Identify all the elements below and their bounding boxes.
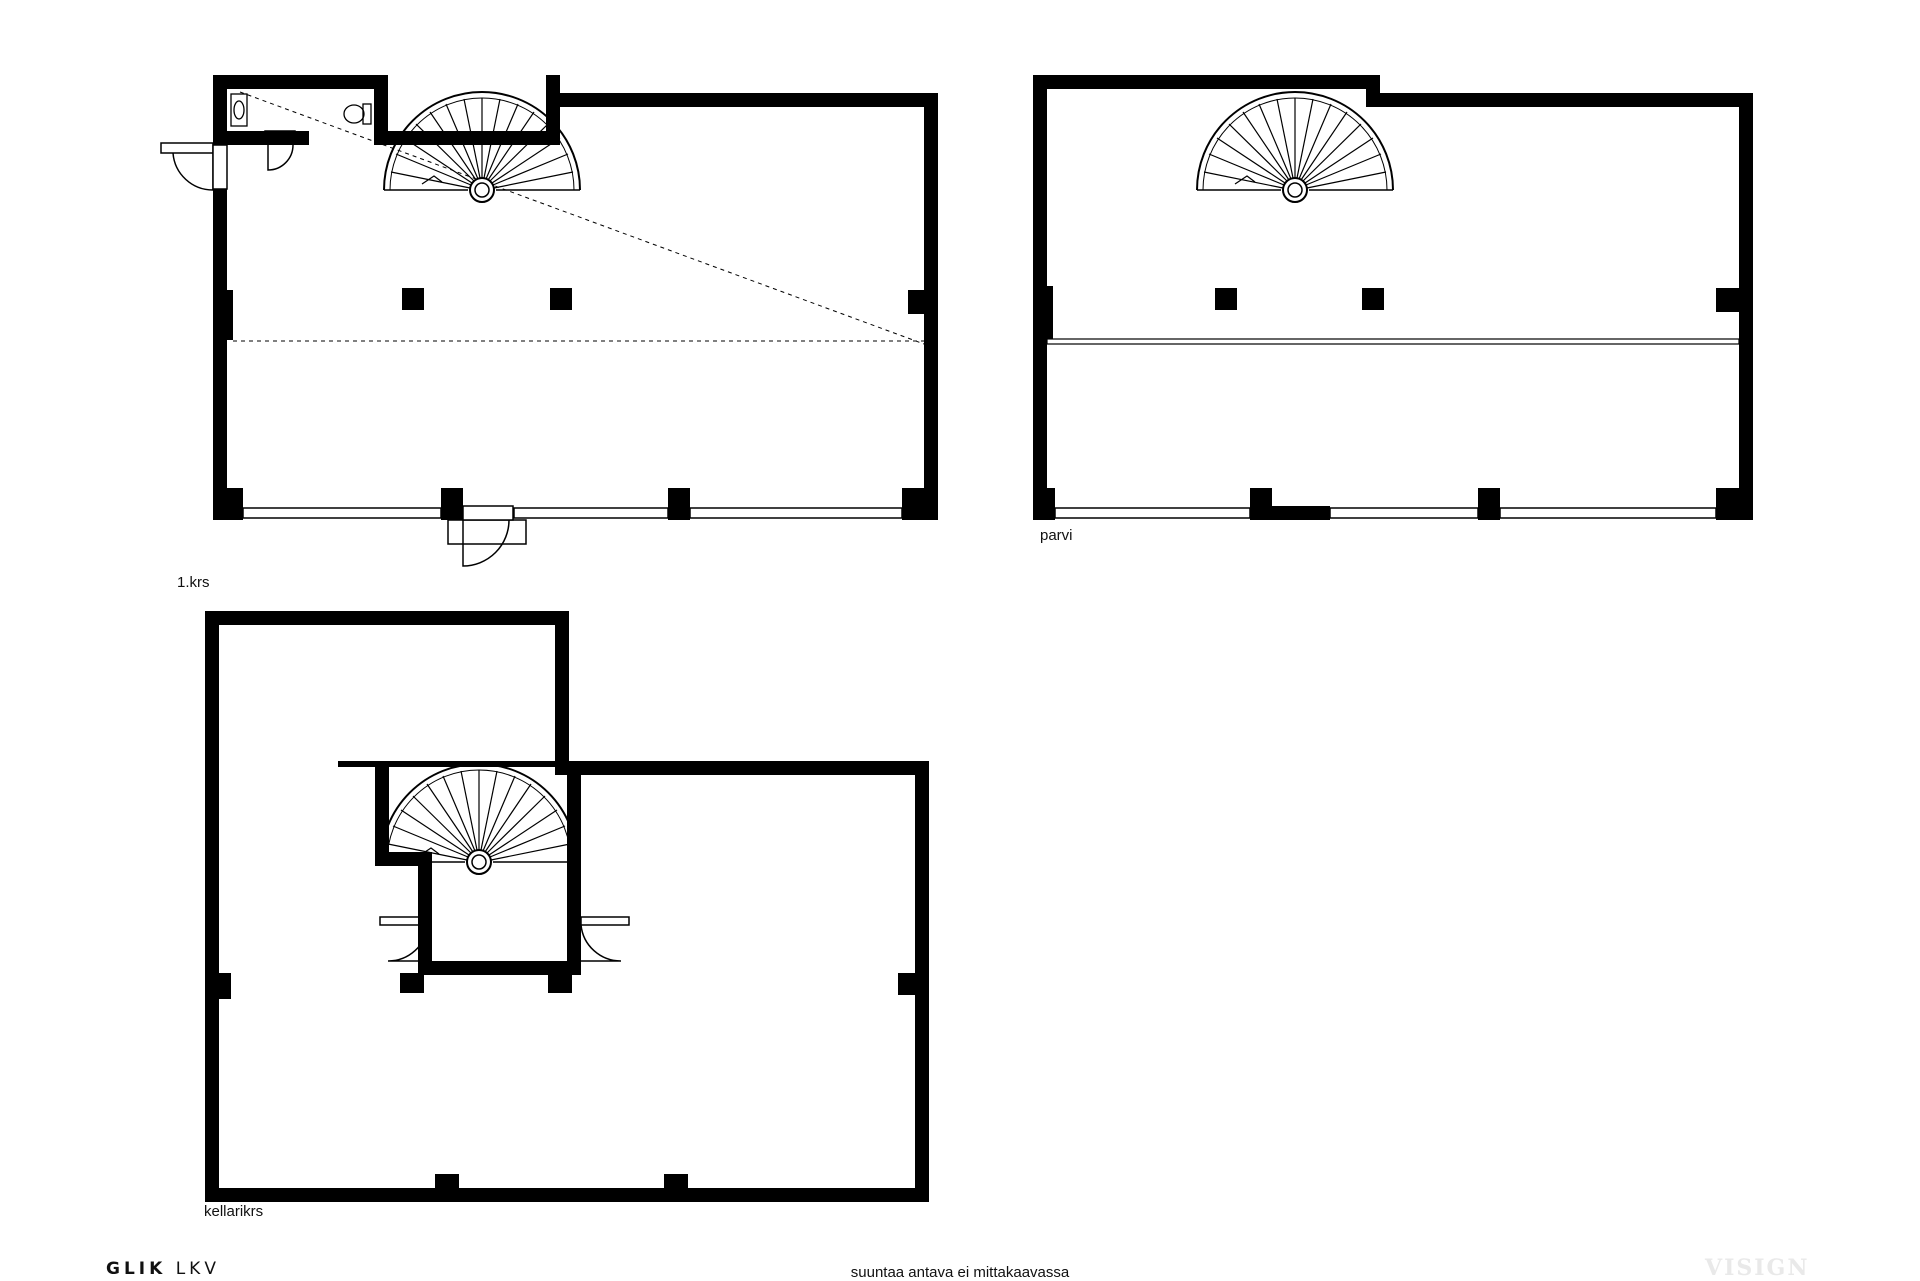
brand-bold-text: GLIK [106,1259,167,1279]
brand-light-text: LKV [175,1259,220,1279]
first-floor-plan [160,75,938,567]
basement-label: kellarikrs [204,1203,263,1220]
first-floor-label: 1.krs [177,574,210,591]
loft-label: parvi [1040,527,1073,544]
brand-logo: GLIK LKV [106,1259,220,1279]
scale-note: suuntaa antava ei mittakaavassa [850,1264,1070,1281]
basement-plan [205,611,929,1202]
watermark: VISIGN [1705,1255,1810,1281]
loft-plan [1033,75,1753,520]
